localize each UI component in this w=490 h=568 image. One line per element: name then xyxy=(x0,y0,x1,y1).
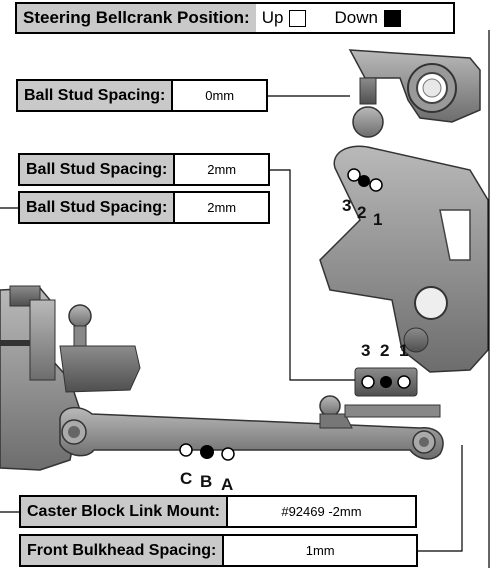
leader-lines xyxy=(0,30,490,568)
caster-block-link-mount-label: Caster Block Link Mount: #92469 -2mm xyxy=(19,495,417,528)
front-bulkhead-spacing-key: Front Bulkhead Spacing: xyxy=(21,536,225,565)
ball-stud-spacing-mid1-label: Ball Stud Spacing: 2mm xyxy=(18,153,270,186)
option-down[interactable]: Down xyxy=(334,8,401,28)
ball-stud-spacing-top-label: Ball Stud Spacing: 0mm xyxy=(16,79,268,112)
caster-hole-label-b: B xyxy=(200,472,213,491)
ball-stud-spacing-top-key: Ball Stud Spacing: xyxy=(18,81,174,110)
ball-stud-spacing-mid1-key: Ball Stud Spacing: xyxy=(20,155,176,184)
ball-stud-spacing-mid2-key: Ball Stud Spacing: xyxy=(20,193,176,222)
caster-hole-label-c: C xyxy=(180,469,193,488)
front-bulkhead-spacing-label: Front Bulkhead Spacing: 1mm xyxy=(19,534,418,567)
tie-rod xyxy=(59,395,444,460)
bulkhead-hole-label-3: 3 xyxy=(361,341,371,360)
caster-holes xyxy=(179,443,235,461)
caster-hole-label-a: A xyxy=(221,475,234,494)
caster-block-link-mount-value: #92469 -2mm xyxy=(281,504,362,519)
front-bulkhead-spacing-value: 1mm xyxy=(305,543,335,558)
bulkhead-hole-label-2: 2 xyxy=(380,341,390,360)
bulkhead-block xyxy=(354,367,418,397)
caster-block-link-mount-key: Caster Block Link Mount: xyxy=(21,497,228,526)
bellcrank-position-title: Steering Bellcrank Position: xyxy=(17,4,256,32)
bellcrank-hole-label-3: 3 xyxy=(342,196,352,215)
bellcrank-hole-label-2: 2 xyxy=(357,203,367,222)
option-down-label: Down xyxy=(334,8,378,27)
ball-stud-spacing-mid2-label: Ball Stud Spacing: 2mm xyxy=(18,191,270,224)
option-up[interactable]: Up xyxy=(262,8,307,28)
upper-ball-stud-part xyxy=(348,49,481,138)
steering-bellcrank-header: Steering Bellcrank Position: Up Down xyxy=(15,2,455,34)
ball-stud-spacing-mid1-value: 2mm xyxy=(207,162,237,177)
ball-stud-spacing-top-value: 0mm xyxy=(205,88,235,103)
bellcrank-hole-label-1: 1 xyxy=(373,210,383,229)
bulkhead-hole-label-1: 1 xyxy=(399,341,409,360)
bellcrank-plate xyxy=(319,145,489,373)
option-up-label: Up xyxy=(261,8,284,27)
ball-stud-spacing-mid2-value: 2mm xyxy=(207,200,237,215)
bellcrank-holes xyxy=(347,168,383,192)
down-checkbox[interactable] xyxy=(383,9,401,27)
up-checkbox[interactable] xyxy=(289,9,307,27)
